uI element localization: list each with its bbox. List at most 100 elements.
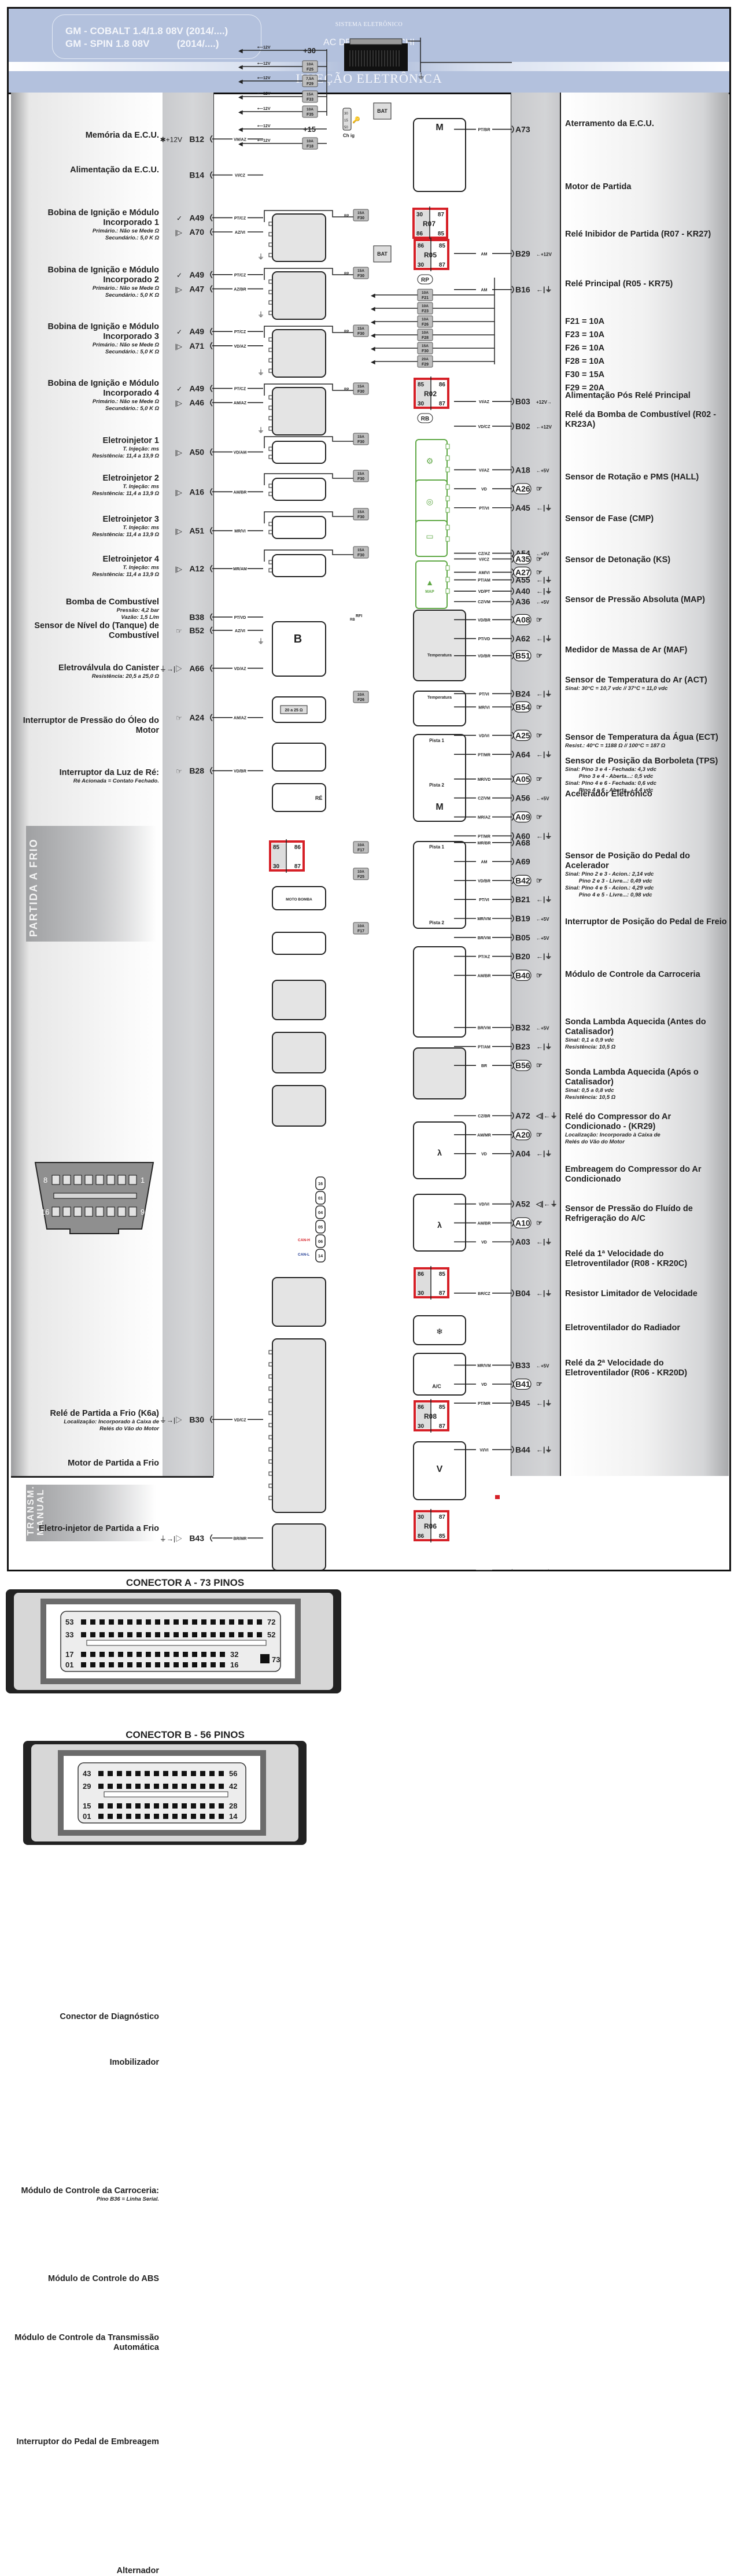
pin-label: B16 [515, 285, 530, 294]
relay-pin-number: 85 [438, 231, 445, 237]
pin-socket [512, 126, 514, 133]
connector-pin [127, 1652, 132, 1657]
connector-pin [220, 1652, 225, 1657]
pin-socket [512, 1290, 514, 1297]
connector-pin [136, 1619, 142, 1625]
fuel-pump-icon: B [294, 633, 302, 645]
relay-id: R07 [423, 220, 436, 228]
connector-pin [182, 1803, 187, 1809]
connector-pin [81, 1632, 86, 1637]
sensor-pin [446, 456, 449, 460]
pin-marker-icon: ◁|←⏚ [536, 1200, 558, 1208]
wire-color-label: VD/AZ [234, 667, 247, 671]
pin-label: A49 [189, 327, 204, 336]
connector-pin [135, 1814, 141, 1819]
pin-marker-icon: ☞ [536, 731, 543, 739]
wire-color-label: MR/AZ [478, 816, 491, 820]
map-label: MAP [425, 590, 434, 594]
connector-pin [98, 1771, 104, 1776]
fuse-id: F26 [357, 698, 364, 702]
connector-pin [164, 1662, 169, 1667]
connector-pin [164, 1652, 169, 1657]
pin-label: A03 [515, 1237, 530, 1246]
pin-socket [211, 627, 212, 634]
relay-pin-number: 86 [294, 844, 301, 851]
pin-marker-icon: ←|⏚ [536, 587, 552, 595]
wire-color-label: AM/BR [234, 490, 247, 494]
ground-icon: ⏚ [257, 253, 264, 261]
obd-pin [118, 1207, 126, 1216]
diag-pin-number: 01 [318, 1195, 323, 1201]
wire-color-label: VM/AZ [234, 138, 247, 142]
wire-color-label: CZ/BR [478, 1114, 490, 1119]
relay-pin-number: 85 [439, 243, 446, 249]
wire-color-label: VD [481, 1241, 487, 1245]
pin-marker-icon: ←+5V [536, 1026, 549, 1031]
pin-label: B12 [189, 134, 204, 143]
connector-pin [164, 1632, 169, 1637]
fan-icon: V [437, 1464, 443, 1474]
connector-pin [200, 1803, 205, 1809]
pin-label: B51 [515, 651, 530, 660]
pin-socket [512, 466, 514, 473]
pin-socket [512, 934, 514, 941]
pin-label: B44 [515, 1445, 530, 1454]
connector-pin [154, 1771, 159, 1776]
fuse-amp: 15A [357, 510, 364, 514]
relay-pin-number: 30 [418, 1514, 425, 1520]
fuse-amp: 15A [422, 344, 429, 348]
abs-module-box [272, 1524, 326, 1570]
connector-pin [118, 1662, 123, 1667]
pin-label: A10 [515, 1218, 530, 1227]
connector-pin [81, 1619, 86, 1625]
pin-socket [211, 665, 212, 671]
sensor-pin [446, 444, 449, 449]
wire-color-label: VD/BR [478, 618, 490, 622]
fuse-amp: 10A [357, 870, 364, 874]
pin-marker-icon: ⏚→|▷ [160, 1534, 182, 1542]
connector-pin [99, 1662, 105, 1667]
pin-socket [211, 214, 212, 221]
connector-key-slot [87, 1640, 266, 1645]
pin-label: A46 [189, 398, 204, 407]
pin-label: B21 [515, 895, 530, 904]
ignition-terminal: 50 [344, 126, 348, 130]
pin-row-end: 56 [229, 1769, 237, 1778]
pin-label: B03 [515, 397, 530, 406]
cold-start-injector-box [272, 932, 326, 954]
left-component-label: Alternador [14, 2566, 159, 2576]
obd-corner-label: 16 [41, 1208, 49, 1216]
connector-pin [163, 1784, 168, 1789]
pin-label: B04 [515, 1289, 530, 1298]
connector-pin [98, 1784, 104, 1789]
connector-pin [98, 1814, 104, 1819]
lambda-icon: λ [437, 1148, 442, 1157]
connector-pin [99, 1652, 105, 1657]
bat-label: BAT [377, 251, 388, 257]
pin-label: B54 [515, 702, 530, 711]
fuse-id: F30 [357, 390, 364, 394]
wire-color-label: PT/VI [479, 507, 489, 511]
obd-pin [85, 1207, 93, 1216]
wire-color-label: VI/VI [479, 1448, 488, 1452]
fuse-id: F17 [357, 929, 364, 933]
wire-color-label: VD/PT [478, 590, 490, 594]
component-title: Módulo de Controle da Carroceria: [14, 2186, 159, 2196]
relay-pin-number: 86 [418, 1404, 425, 1411]
connector-pin [155, 1632, 160, 1637]
pin-socket [512, 286, 514, 293]
wire-color-label: VI/AZ [479, 400, 490, 404]
relay-pin-number: 85 [273, 844, 280, 851]
pin-marker-icon: ☞ [536, 555, 543, 563]
pin-marker-icon: |▷ [175, 342, 183, 350]
left-component-label: Conector de Diagnóstico [14, 2012, 159, 2022]
